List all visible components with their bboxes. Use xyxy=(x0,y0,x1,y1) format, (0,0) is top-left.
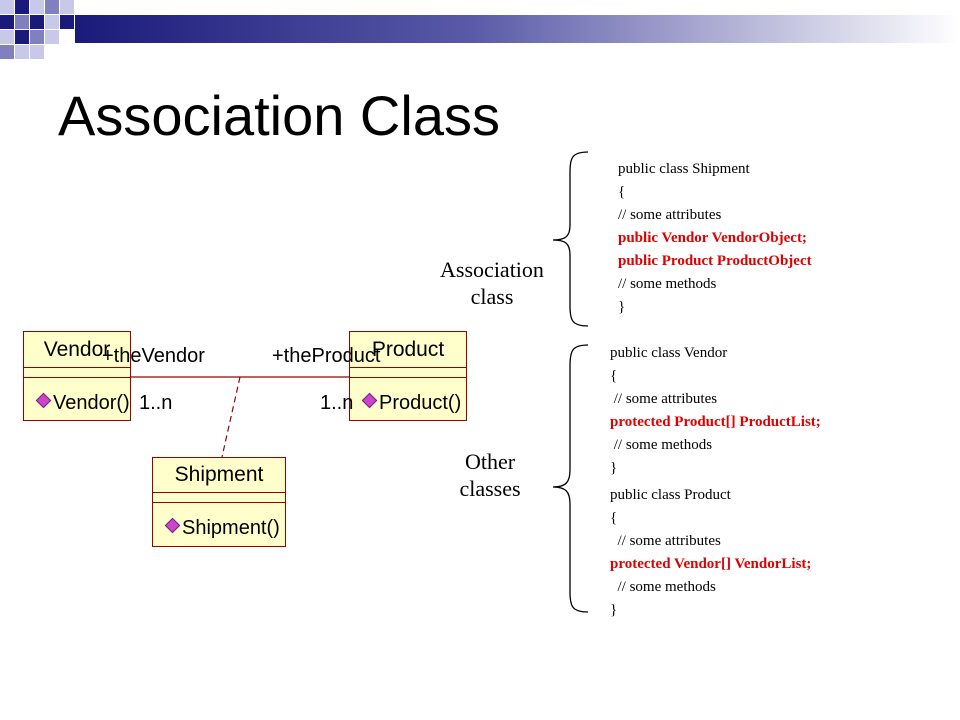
code-line: // some methods xyxy=(610,437,713,453)
association-class-dashed-line xyxy=(221,376,241,458)
product-divider-1 xyxy=(350,367,466,368)
code-line: // some attributes xyxy=(618,207,722,223)
code-line: { xyxy=(610,510,618,526)
code-line: public Vendor VendorObject; xyxy=(618,230,807,246)
product-operation: Product() xyxy=(361,392,461,415)
code-block-shipment: public class Shipment { // some attributes… xyxy=(618,158,812,319)
vendor-operation: Vendor() xyxy=(35,392,130,415)
code-line: { xyxy=(618,184,626,200)
code-line: // some attributes xyxy=(610,533,721,549)
multiplicity-vendor: 1..n xyxy=(139,392,173,414)
product-class-name: Product xyxy=(371,338,445,361)
shipment-class-name: Shipment xyxy=(174,463,264,486)
uml-class-shipment[interactable]: Shipment Shipment() xyxy=(152,457,286,547)
uml-class-vendor[interactable]: Vendor Vendor() xyxy=(23,331,131,421)
code-line: public Product ProductObject xyxy=(618,253,812,269)
slide-header-decoration xyxy=(0,0,960,59)
operation-icon xyxy=(35,392,52,409)
operation-icon xyxy=(361,392,378,409)
shipment-operation: Shipment() xyxy=(164,517,280,540)
uml-class-product[interactable]: Product Product() xyxy=(349,331,467,421)
code-line: protected Product[] ProductList; xyxy=(610,414,821,430)
vendor-class-name: Vendor xyxy=(43,338,111,361)
code-line: public class Vendor xyxy=(610,345,728,361)
role-the-vendor: +theVendor xyxy=(102,345,205,367)
operation-icon xyxy=(164,517,181,534)
label-association-class: Association class xyxy=(440,257,544,309)
shipment-divider-2 xyxy=(153,502,285,503)
brace-association xyxy=(552,151,589,327)
code-line: public class Product xyxy=(610,487,731,503)
slide-title: Association Class xyxy=(58,84,500,147)
label-other-classes: Other classes xyxy=(459,449,521,501)
code-block-product: public class Product { // some attributes… xyxy=(610,484,811,622)
code-line: // some attributes xyxy=(610,391,718,407)
product-divider-2 xyxy=(350,377,466,378)
vendor-divider-2 xyxy=(24,377,130,378)
code-line: // some methods xyxy=(618,276,717,292)
code-line: // some methods xyxy=(610,579,716,595)
code-line: } xyxy=(618,299,626,315)
brace-other-classes xyxy=(552,344,589,613)
code-line: protected Vendor[] VendorList; xyxy=(610,556,812,572)
code-block-vendor: public class Vendor { // some attributes p… xyxy=(610,342,821,480)
code-line: public class Shipment xyxy=(618,161,750,177)
shipment-divider-1 xyxy=(153,492,285,493)
vendor-divider-1 xyxy=(24,367,130,368)
multiplicity-product: 1..n xyxy=(320,392,354,414)
code-line: { xyxy=(610,368,618,384)
code-line: } xyxy=(610,460,618,476)
role-the-product: +theProduct xyxy=(272,345,381,367)
code-line: } xyxy=(610,602,618,618)
